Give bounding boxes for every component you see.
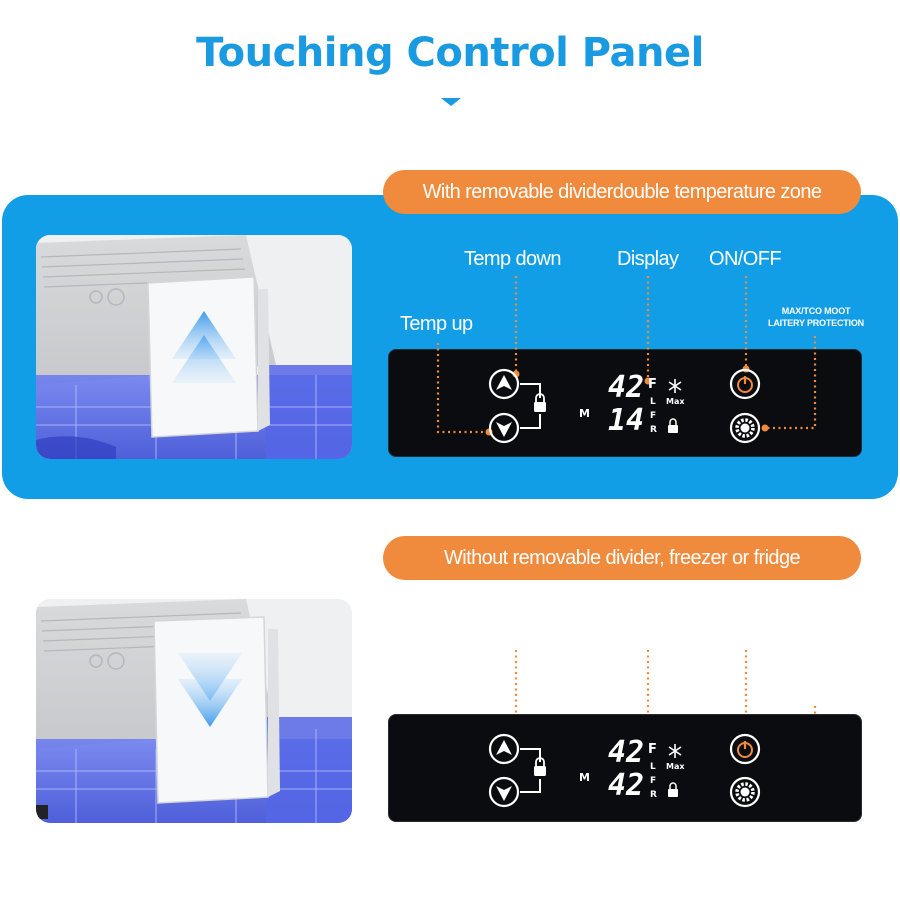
unit-label: F <box>648 377 657 392</box>
gear-button[interactable] <box>729 412 761 444</box>
control-display-1 <box>388 349 862 457</box>
section-tag-1: With removable dividerdouble temperature… <box>383 170 861 214</box>
zone-r-label: R <box>650 425 657 435</box>
label-display: Display <box>617 248 679 270</box>
max-label: Max <box>666 397 685 406</box>
temp-down-button[interactable] <box>488 412 520 444</box>
label-protection: MAX/TCO MOOT LAITERY PROTECTION <box>768 306 864 328</box>
label-temp-up-2: Temp up <box>400 686 473 708</box>
label-on-off-2: ON/OFF <box>709 622 782 644</box>
label-temp-down: Temp down <box>464 248 561 270</box>
arrow-up-icon <box>172 311 236 383</box>
section-tag-2: Without removable divider, freezer or fr… <box>383 536 861 580</box>
caret-down-icon <box>441 98 461 106</box>
page-title: Touching Control Panel <box>196 30 704 76</box>
label-on-off: ON/OFF <box>709 248 782 270</box>
label-protection-2: MAX/TCO MOOT LAITERY PROTECTION <box>768 679 864 701</box>
lock-icon <box>534 393 546 412</box>
temp-up-button[interactable] <box>488 368 520 400</box>
mode-indicator: M <box>579 407 590 420</box>
zone-f-label: F <box>650 411 656 421</box>
bottom-reading: 14 <box>608 403 644 438</box>
zone-l-label: L <box>650 397 656 407</box>
top-reading: 42 <box>608 370 644 405</box>
label-temp-down-2: Temp down <box>464 622 561 644</box>
label-temp-up: Temp up <box>400 313 473 335</box>
fridge-image-2 <box>36 599 352 823</box>
control-display-2 <box>388 714 862 822</box>
arrow-down-icon <box>178 653 242 727</box>
lock-small-icon <box>668 418 678 433</box>
fridge-image-1 <box>36 235 352 459</box>
snowflake-icon <box>668 379 682 393</box>
power-button[interactable] <box>729 368 761 400</box>
label-display-2: Display <box>617 622 679 644</box>
